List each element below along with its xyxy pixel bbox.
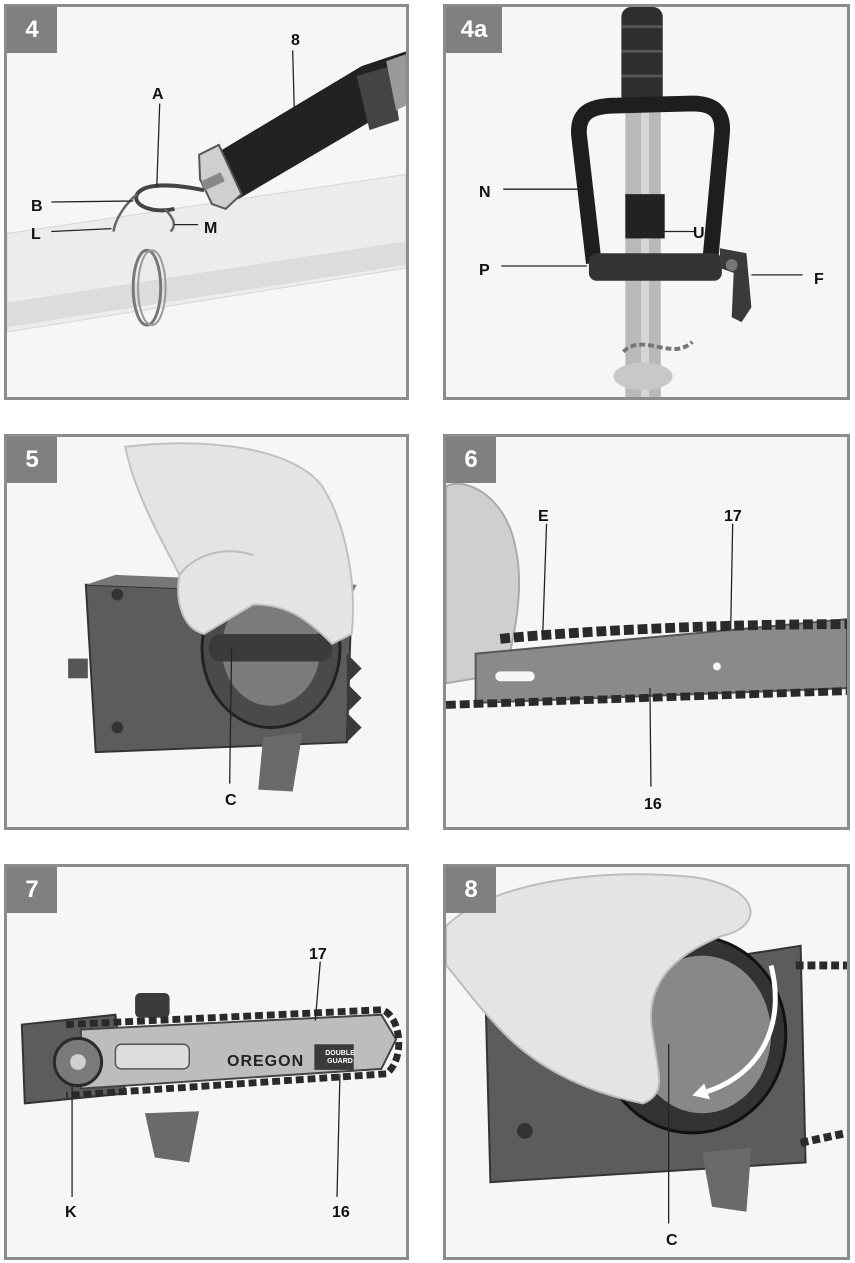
label-l: L	[31, 226, 41, 243]
figure-number: 6	[446, 437, 496, 483]
cover-removal-illustration	[7, 437, 406, 827]
label-n: N	[479, 184, 491, 201]
chain-on-bar-illustration	[446, 437, 847, 827]
handle-assembly-illustration	[446, 7, 847, 397]
figure-number: 8	[446, 867, 496, 913]
figure-4a: 4a N U P F	[443, 4, 850, 400]
figure-4: 4 A 8 B L M	[4, 4, 409, 400]
label-17: 17	[309, 946, 327, 963]
label-p: P	[479, 262, 490, 279]
strap-hook-illustration	[7, 7, 406, 397]
label-m: M	[204, 220, 218, 237]
figure-number: 5	[7, 437, 57, 483]
label-16: 16	[332, 1204, 350, 1221]
figure-number: 4a	[446, 7, 502, 53]
label-a: A	[152, 86, 164, 103]
assembled-chainsaw-illustration	[7, 867, 406, 1257]
double-guard-badge: DOUBLE GUARD	[325, 1050, 355, 1065]
figure-5: 5 C	[4, 434, 409, 830]
label-f: F	[814, 271, 824, 288]
figure-number: 7	[7, 867, 57, 913]
label-c: C	[225, 792, 237, 809]
figure-8: 8 C	[443, 864, 850, 1260]
figure-6: 6 E 17 16	[443, 434, 850, 830]
label-c: C	[666, 1232, 678, 1249]
figure-number: 4	[7, 7, 57, 53]
label-e: E	[538, 508, 549, 525]
label-17: 17	[724, 508, 742, 525]
figure-7: 7 OREGON DOUBLE GUARD 17 K 16	[4, 864, 409, 1260]
label-8: 8	[291, 32, 300, 49]
label-16: 16	[644, 796, 662, 813]
label-u: U	[693, 225, 705, 242]
cover-refit-illustration	[446, 867, 847, 1257]
label-k: K	[65, 1204, 77, 1221]
label-b: B	[31, 198, 43, 215]
oregon-logo: OREGON	[227, 1053, 305, 1070]
